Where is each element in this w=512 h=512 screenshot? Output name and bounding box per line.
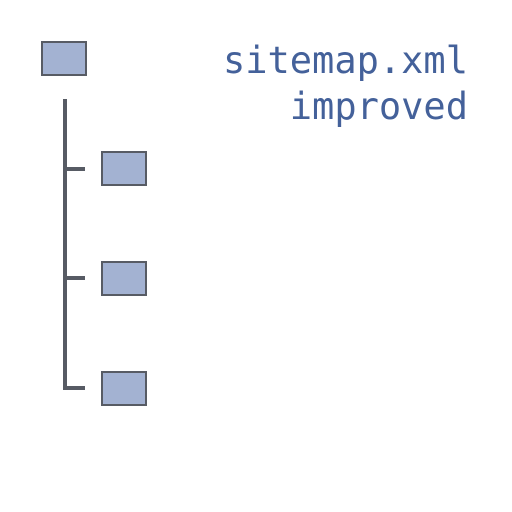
- title-line-1: sitemap.xml: [222, 39, 468, 82]
- child-page-node-icon-1: [101, 151, 147, 186]
- child-page-node-icon-2: [101, 261, 147, 296]
- title-line-2: improved: [289, 85, 468, 128]
- root-page-node-icon: [41, 41, 87, 76]
- diagram-title: sitemap.xml improved: [223, 38, 468, 130]
- child-page-node-icon-3: [101, 371, 147, 406]
